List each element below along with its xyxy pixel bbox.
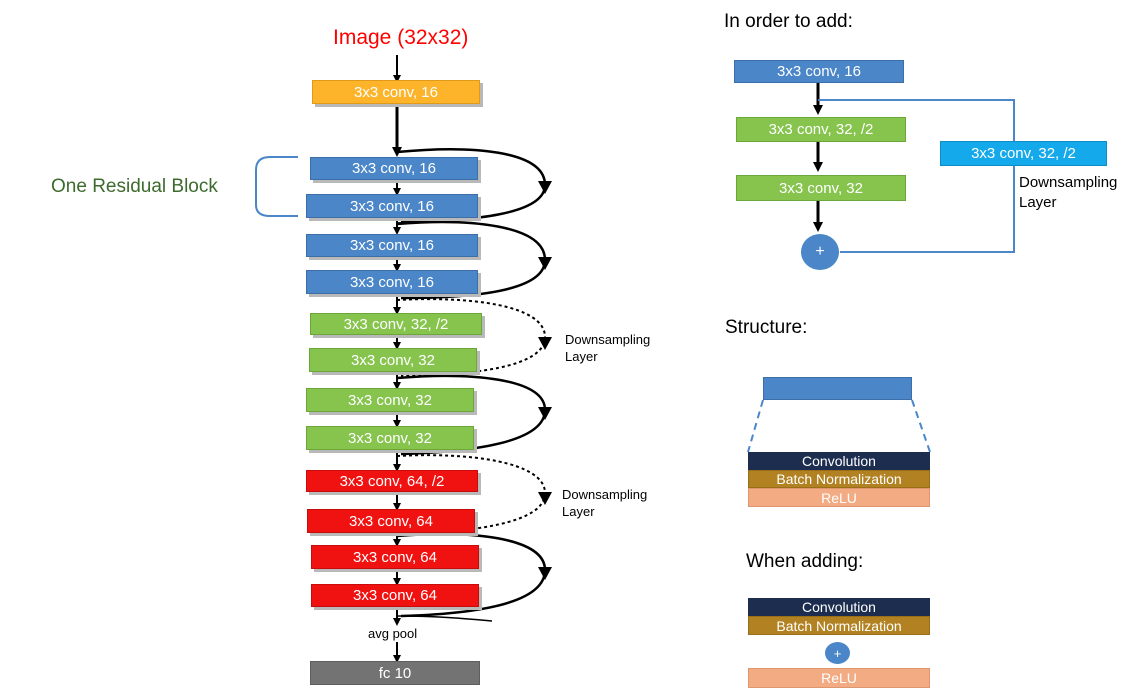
layer-conv-16-input: 3x3 conv, 16	[312, 80, 480, 104]
add-layer-conv-16: 3x3 conv, 16	[734, 60, 904, 83]
downsampling-caption: Downsampling Layer	[562, 487, 648, 519]
residual-block-bracket	[255, 156, 298, 217]
downsampling-caption: Downsampling Layer	[565, 332, 651, 364]
layer-conv-64: 3x3 conv, 64	[307, 509, 475, 533]
input-label: Image (32x32)	[333, 26, 469, 49]
adding-convolution: Convolution	[748, 598, 930, 616]
skip-converge	[396, 615, 493, 622]
skip-arrowhead	[538, 407, 552, 420]
adding-relu: ReLU	[748, 668, 930, 688]
structure-layer-block	[763, 377, 912, 400]
layer-conv-64: 3x3 conv, 64	[311, 584, 479, 607]
add-plus-node: +	[801, 234, 839, 270]
layer-conv-16: 3x3 conv, 16	[306, 194, 478, 218]
structure-convolution: Convolution	[748, 452, 930, 470]
layer-conv-16: 3x3 conv, 16	[306, 270, 478, 294]
adding-batch-norm: Batch Normalization	[748, 616, 930, 635]
residual-block-label: One Residual Block	[51, 176, 218, 197]
structure-batch-norm: Batch Normalization	[748, 470, 930, 488]
expand-line	[911, 399, 931, 453]
layer-conv-16: 3x3 conv, 16	[310, 157, 478, 180]
layer-fc-10: fc 10	[310, 661, 480, 685]
layer-conv-32: 3x3 conv, 32	[306, 388, 474, 412]
expand-line	[747, 399, 764, 453]
shortcut-line	[818, 99, 1015, 253]
skip-arrowhead	[538, 567, 552, 580]
skip-arrowhead	[538, 257, 552, 270]
avg-pool-label: avg pool	[368, 626, 418, 641]
skip-arrowhead	[538, 181, 552, 194]
shortcut-caption: Downsampling Layer	[1019, 174, 1118, 211]
layer-conv-32: 3x3 conv, 32	[306, 426, 474, 450]
add-title: In order to add:	[724, 11, 853, 32]
shortcut-layer: 3x3 conv, 32, /2	[940, 141, 1107, 166]
adding-title: When adding:	[746, 551, 864, 572]
layer-conv-32: 3x3 conv, 32	[309, 348, 477, 372]
downsampling-arrowhead	[538, 337, 552, 350]
layer-conv-16: 3x3 conv, 16	[306, 234, 478, 257]
layer-conv-64-downsample: 3x3 conv, 64, /2	[306, 470, 478, 492]
structure-title: Structure:	[725, 317, 808, 338]
adding-plus-node: +	[825, 642, 850, 664]
downsampling-arrowhead	[538, 492, 552, 505]
add-layer-conv-32-downsample: 3x3 conv, 32, /2	[736, 117, 906, 142]
layer-conv-64: 3x3 conv, 64	[311, 545, 479, 569]
add-layer-conv-32: 3x3 conv, 32	[736, 175, 906, 201]
structure-relu: ReLU	[748, 488, 930, 507]
layer-conv-32-downsample: 3x3 conv, 32, /2	[310, 313, 482, 335]
